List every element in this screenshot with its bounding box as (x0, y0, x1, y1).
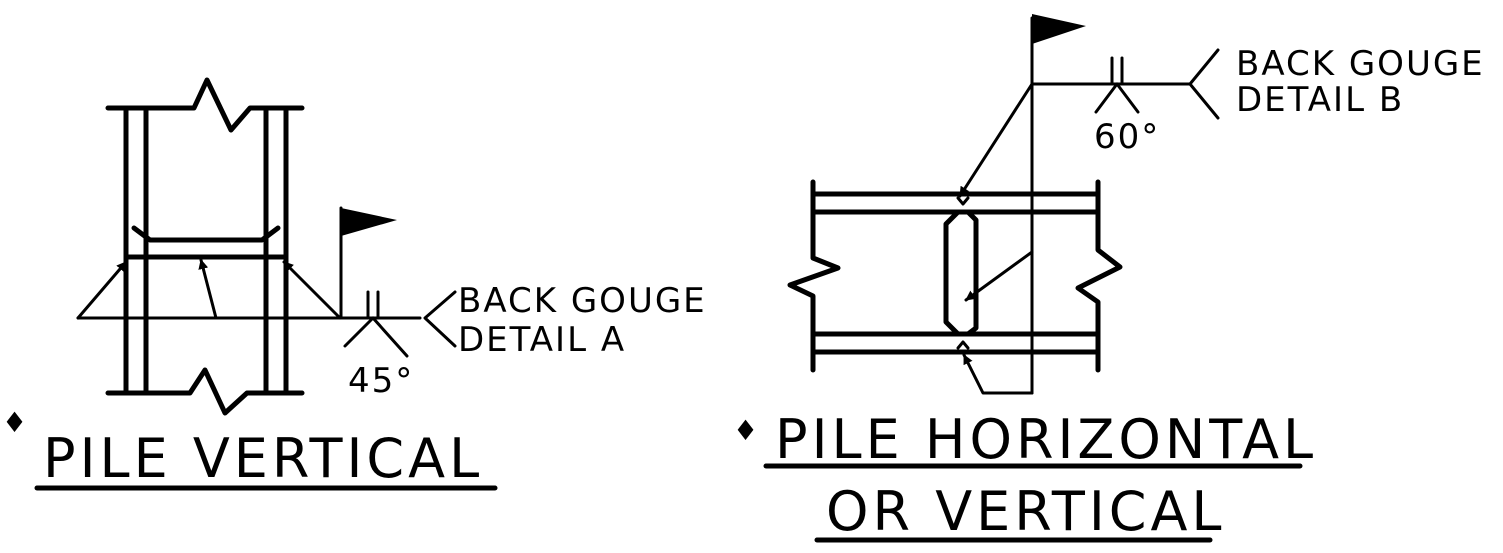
pile-vertical-detail: BACK GOUGE DETAIL A 45° ♦ PILE VERTICAL (2, 77, 707, 491)
left-break-line (787, 179, 841, 373)
diamond-marker: ♦ (2, 406, 27, 439)
pile-vertical-title: PILE VERTICAL (43, 427, 483, 490)
bottom-break-line (105, 367, 305, 416)
field-weld-flag (1030, 14, 1086, 395)
weld-arrow-right (282, 260, 342, 320)
right-break-line (1075, 179, 1123, 373)
web-plate (943, 196, 979, 350)
tail-symbol (1188, 48, 1220, 120)
back-gouge-note: BACK GOUGE (458, 281, 707, 321)
angle-label: 60° (1094, 117, 1160, 157)
detail-reference: DETAIL B (1236, 80, 1404, 120)
field-weld-flag (339, 206, 397, 320)
weld-arrow-center (198, 258, 218, 320)
pile-bottom-flange (810, 331, 1101, 355)
weld-arrow-web (964, 250, 1034, 302)
groove-weld-symbol (1094, 56, 1140, 114)
web-plate (131, 225, 281, 243)
diamond-marker: ♦ (733, 414, 758, 447)
or-vertical-title: OR VERTICAL (826, 480, 1225, 543)
top-break-line (105, 77, 305, 133)
pile-top-flange (810, 191, 1101, 215)
angle-label: 45° (348, 361, 414, 401)
back-gouge-note: BACK GOUGE (1236, 44, 1485, 84)
weld-arrow-bottom (962, 353, 1034, 395)
detail-reference: DETAIL A (458, 320, 626, 360)
pile-right-flange (263, 105, 289, 396)
pile-left-flange (123, 105, 149, 396)
weld-arrow-top (958, 82, 1034, 198)
weld-arrow-left (76, 260, 128, 320)
pile-horizontal-detail: BACK GOUGE DETAIL B 60° ♦ PILE HORIZONTA… (733, 14, 1485, 543)
groove-weld-symbol (343, 290, 409, 358)
tail-symbol (423, 290, 457, 348)
pile-horizontal-title: PILE HORIZONTAL (775, 408, 1317, 471)
